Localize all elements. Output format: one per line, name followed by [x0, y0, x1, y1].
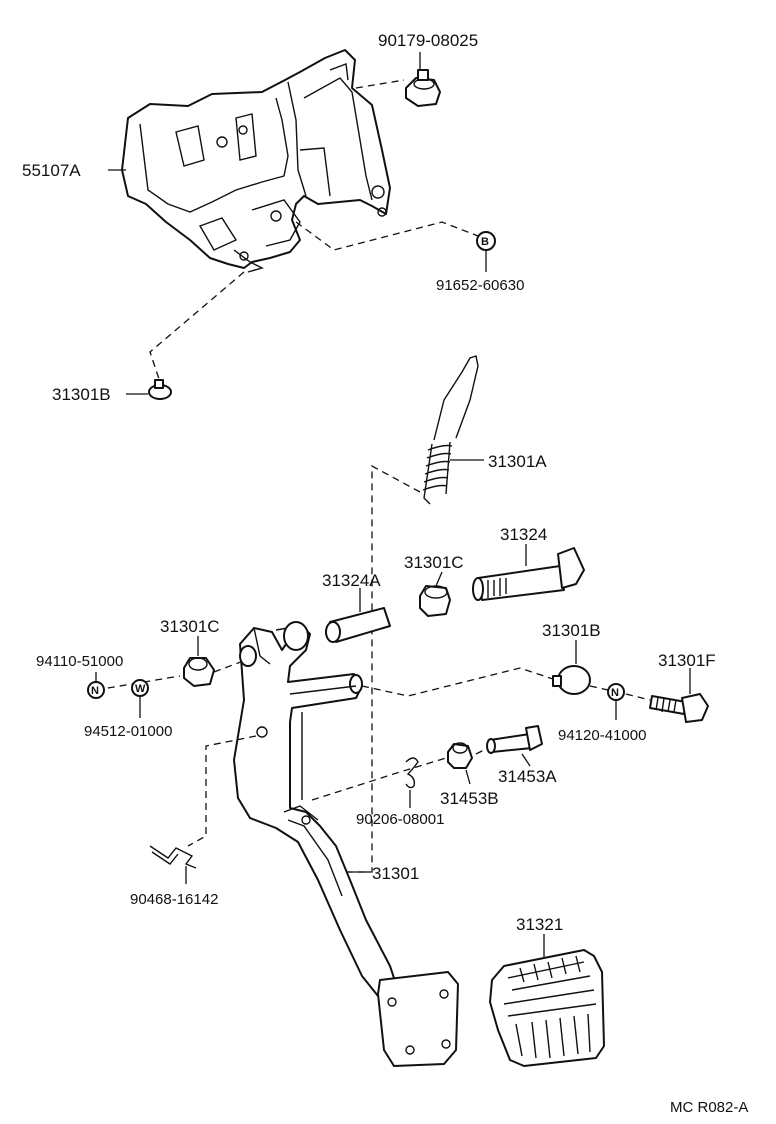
label-bracket-nut: 90179-08025: [378, 31, 478, 50]
pin: [486, 725, 543, 754]
label-washer-left: 94512-01000: [84, 723, 172, 740]
label-pin-bushing: 31453B: [440, 789, 499, 808]
bracket-assembly: [121, 49, 391, 273]
reference-code: MC R082-A: [670, 1099, 748, 1116]
collar: [325, 607, 391, 643]
leader-dash-stopper-upper: [149, 271, 245, 383]
washer-left-circle-letter: W: [135, 683, 146, 695]
nut-right-marker: N: [607, 683, 625, 701]
pedal-pad: [489, 949, 605, 1067]
label-clip-pin: 90206-08001: [356, 811, 444, 828]
bushing-right: [419, 585, 451, 617]
clip: [149, 845, 197, 869]
shaft-bolt: [472, 547, 585, 601]
leader-dash-nut: [355, 79, 405, 89]
bracket-bolt-circle-letter: B: [481, 236, 489, 248]
label-bushing-left: 31301C: [160, 617, 220, 636]
nut-left-marker: N: [87, 681, 105, 699]
leader-pin: [521, 753, 531, 767]
leader-pin-bushing: [465, 769, 471, 785]
label-nut-left: 94110-51000: [36, 653, 123, 670]
stopper-right: [552, 665, 591, 695]
pedal-arm: [233, 621, 459, 1067]
label-clip: 90468-16142: [130, 891, 218, 908]
label-bolt-right: 31301F: [658, 651, 716, 670]
label-stopper-upper: 31301B: [52, 385, 111, 404]
label-shaft-bolt: 31324: [500, 525, 547, 544]
label-bracket: 55107A: [22, 161, 81, 180]
bolt-right: [649, 693, 709, 723]
leader-dash-bolt: [295, 221, 479, 251]
leader-bushing-right: [435, 571, 443, 587]
leader-dash-clip-pin: [311, 747, 489, 801]
clip-pin: [405, 757, 419, 789]
nut-left-circle-letter: N: [91, 685, 99, 697]
label-spring: 31301A: [488, 452, 547, 471]
label-pedal-pad: 31321: [516, 915, 563, 934]
nut-right-circle-letter: N: [611, 687, 619, 699]
label-stopper-right: 31301B: [542, 621, 601, 640]
leader-dash-clip: [187, 735, 257, 847]
bracket-nut: [405, 69, 441, 107]
bracket-bolt-marker: B: [476, 231, 496, 251]
pin-bushing: [447, 742, 473, 769]
washer-left-marker: W: [131, 679, 149, 697]
label-bracket-bolt: 91652-60630: [436, 277, 524, 294]
label-collar: 31324A: [322, 571, 381, 590]
stopper-upper: [148, 379, 172, 400]
leader-dash-stopper-right: [361, 667, 557, 697]
label-bushing-right: 31301C: [404, 553, 464, 572]
leader-dash-right-hardware: [589, 685, 651, 701]
label-nut-right: 94120-41000: [558, 727, 646, 744]
label-pedal-arm: 31301: [372, 864, 419, 883]
return-spring: [422, 355, 479, 505]
label-pin: 31453A: [498, 767, 557, 786]
bushing-left: [183, 657, 215, 687]
